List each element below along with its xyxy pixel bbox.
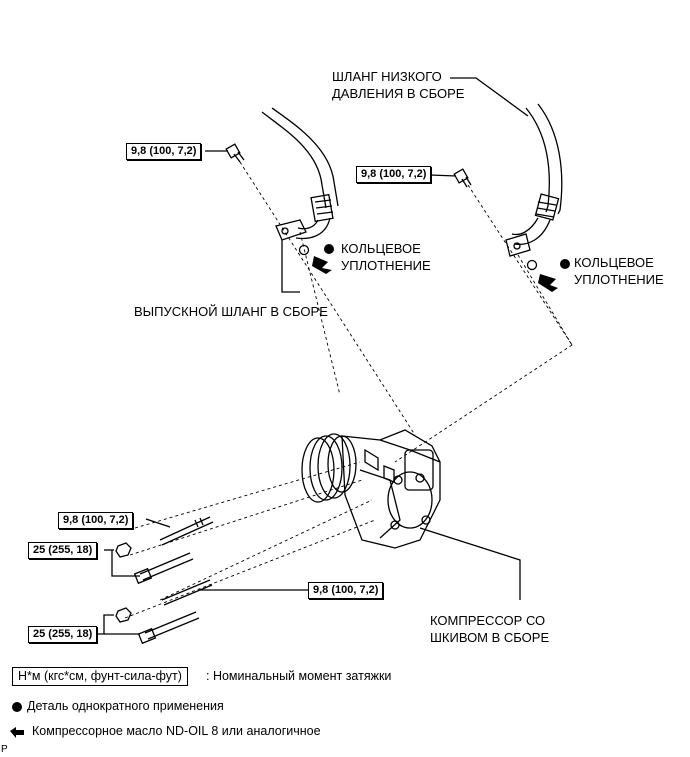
o-ring-left-label-line2: УПЛОТНЕНИЕ: [341, 258, 431, 273]
o-ring-right-label-line1: КОЛЬЦЕВОЕ: [574, 255, 654, 270]
oil-arrow-right: [538, 274, 558, 292]
o-ring-right-label: КОЛЬЦЕВОЕ УПЛОТНЕНИЕ: [574, 254, 664, 288]
compressor-label-line1: КОМПРЕССОР СО: [430, 613, 546, 628]
o-ring-right: [526, 259, 538, 271]
compressor-label: КОМПРЕССОР СО ШКИВОМ В СБОРЕ: [430, 612, 549, 646]
bolt-upper: [133, 552, 194, 585]
oil-arrow-left: [312, 256, 332, 274]
legend-unit-description: : Номинальный момент затяжки: [206, 669, 392, 683]
low-pressure-hose-label-line2: ДАВЛЕНИЯ В СБОРЕ: [332, 86, 465, 101]
torque-stud-upper: 9,8 (100, 7,2): [58, 512, 134, 529]
discharge-hose-drawing: [261, 107, 339, 241]
compressor-label-line2: ШКИВОМ В СБОРЕ: [430, 630, 550, 645]
low-pressure-hose-label: ШЛАНГ НИЗКОГО ДАВЛЕНИЯ В СБОРЕ: [332, 68, 464, 102]
o-ring-left-label: КОЛЬЦЕВОЕ УПЛОТНЕНИЕ: [341, 240, 431, 274]
torque-right-hose-bolt: 9,8 (100, 7,2): [356, 166, 432, 183]
o-ring-right-label-line2: УПЛОТНЕНИЕ: [574, 272, 664, 287]
legend-oil-text: Компрессорное масло ND-OIL 8 или аналоги…: [32, 724, 321, 738]
legend-oil-arrow-icon: [10, 727, 24, 738]
non-reusable-dot-right: [560, 259, 570, 269]
bolt-lower: [137, 611, 200, 645]
corner-mark: P: [1, 744, 8, 755]
compressor-drawing: [301, 429, 441, 549]
legend-non-reusable-text: Деталь однократного применения: [27, 699, 224, 713]
o-ring-left-label-line1: КОЛЬЦЕВОЕ: [341, 241, 421, 256]
low-pressure-hose-drawing: [505, 103, 563, 257]
nut-lower: [115, 607, 132, 623]
torque-nut-upper: 25 (255, 18): [28, 542, 98, 559]
hose-bolt-left: [225, 143, 245, 163]
legend-non-reusable-dot: [12, 702, 22, 712]
low-pressure-hose-label-line1: ШЛАНГ НИЗКОГО: [332, 69, 442, 84]
hose-bolt-right: [453, 168, 472, 188]
torque-nut-lower: 25 (255, 18): [28, 626, 98, 643]
legend-unit-box: Н*м (кгс*см, фунт-сила-фут): [12, 667, 188, 686]
discharge-hose-label: ВЫПУСКНОЙ ШЛАНГ В СБОРЕ: [134, 304, 328, 319]
stud-upper: [159, 516, 214, 546]
stud-lower: [161, 579, 213, 606]
nut-upper: [115, 542, 132, 558]
non-reusable-dot-left: [324, 244, 334, 254]
o-ring-left: [298, 244, 310, 256]
torque-left-hose-bolt: 9,8 (100, 7,2): [126, 143, 202, 160]
torque-stud-lower: 9,8 (100, 7,2): [308, 582, 384, 599]
